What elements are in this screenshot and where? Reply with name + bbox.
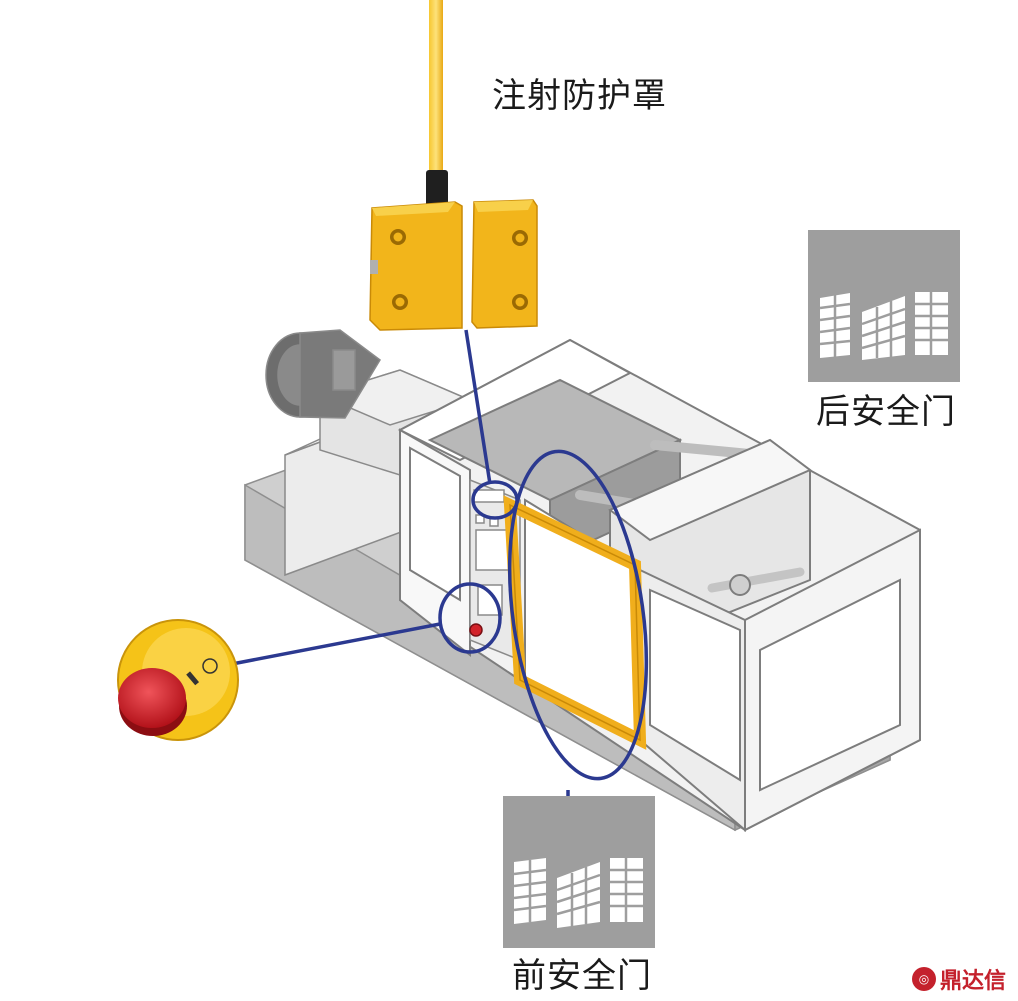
logo-icon: ◎ — [911, 967, 936, 991]
sensor-cable — [426, 0, 448, 208]
callout-ellipses — [438, 449, 649, 781]
watermark-logo: ◎ 鼎达信 — [911, 963, 1006, 995]
label-rear-safety-door: 后安全门 — [816, 392, 956, 432]
callout-front-door — [507, 449, 649, 781]
front-door-frame — [503, 495, 647, 750]
label-injection-guard: 注射防护罩 — [492, 76, 667, 116]
watermark-text: 鼎达信 — [939, 969, 1006, 994]
door-icon-rear — [808, 230, 960, 382]
clamp-frame — [397, 338, 921, 833]
door-icon-front — [503, 796, 655, 948]
callout-panel — [438, 582, 502, 654]
label-front-safety-door: 前安全门 — [512, 956, 652, 996]
sensor-icon — [369, 199, 538, 331]
emergency-stop-icon — [117, 619, 239, 741]
